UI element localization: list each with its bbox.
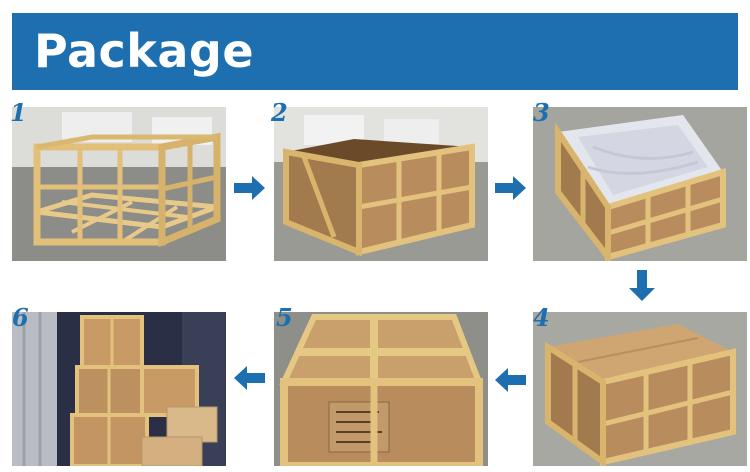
banner-title: Package (34, 24, 255, 78)
step-number: 6 (12, 303, 29, 332)
package-banner: Package (12, 13, 738, 90)
arrow-right-icon (495, 176, 526, 200)
step-6-photo (12, 312, 226, 466)
arrow-left-icon (495, 368, 526, 392)
step-4-photo (533, 312, 747, 466)
step-5-photo (274, 312, 488, 466)
step-number: 1 (10, 98, 27, 127)
step-number: 5 (276, 303, 293, 332)
step-2-photo (274, 107, 488, 261)
arrow-right-icon (234, 176, 265, 200)
step-3-photo (533, 107, 747, 261)
step-number: 4 (533, 303, 550, 332)
step-number: 2 (271, 98, 288, 127)
step-number: 3 (533, 98, 550, 127)
arrow-left-icon (234, 366, 265, 390)
arrow-down-icon (629, 270, 655, 301)
step-1-photo (12, 107, 226, 261)
